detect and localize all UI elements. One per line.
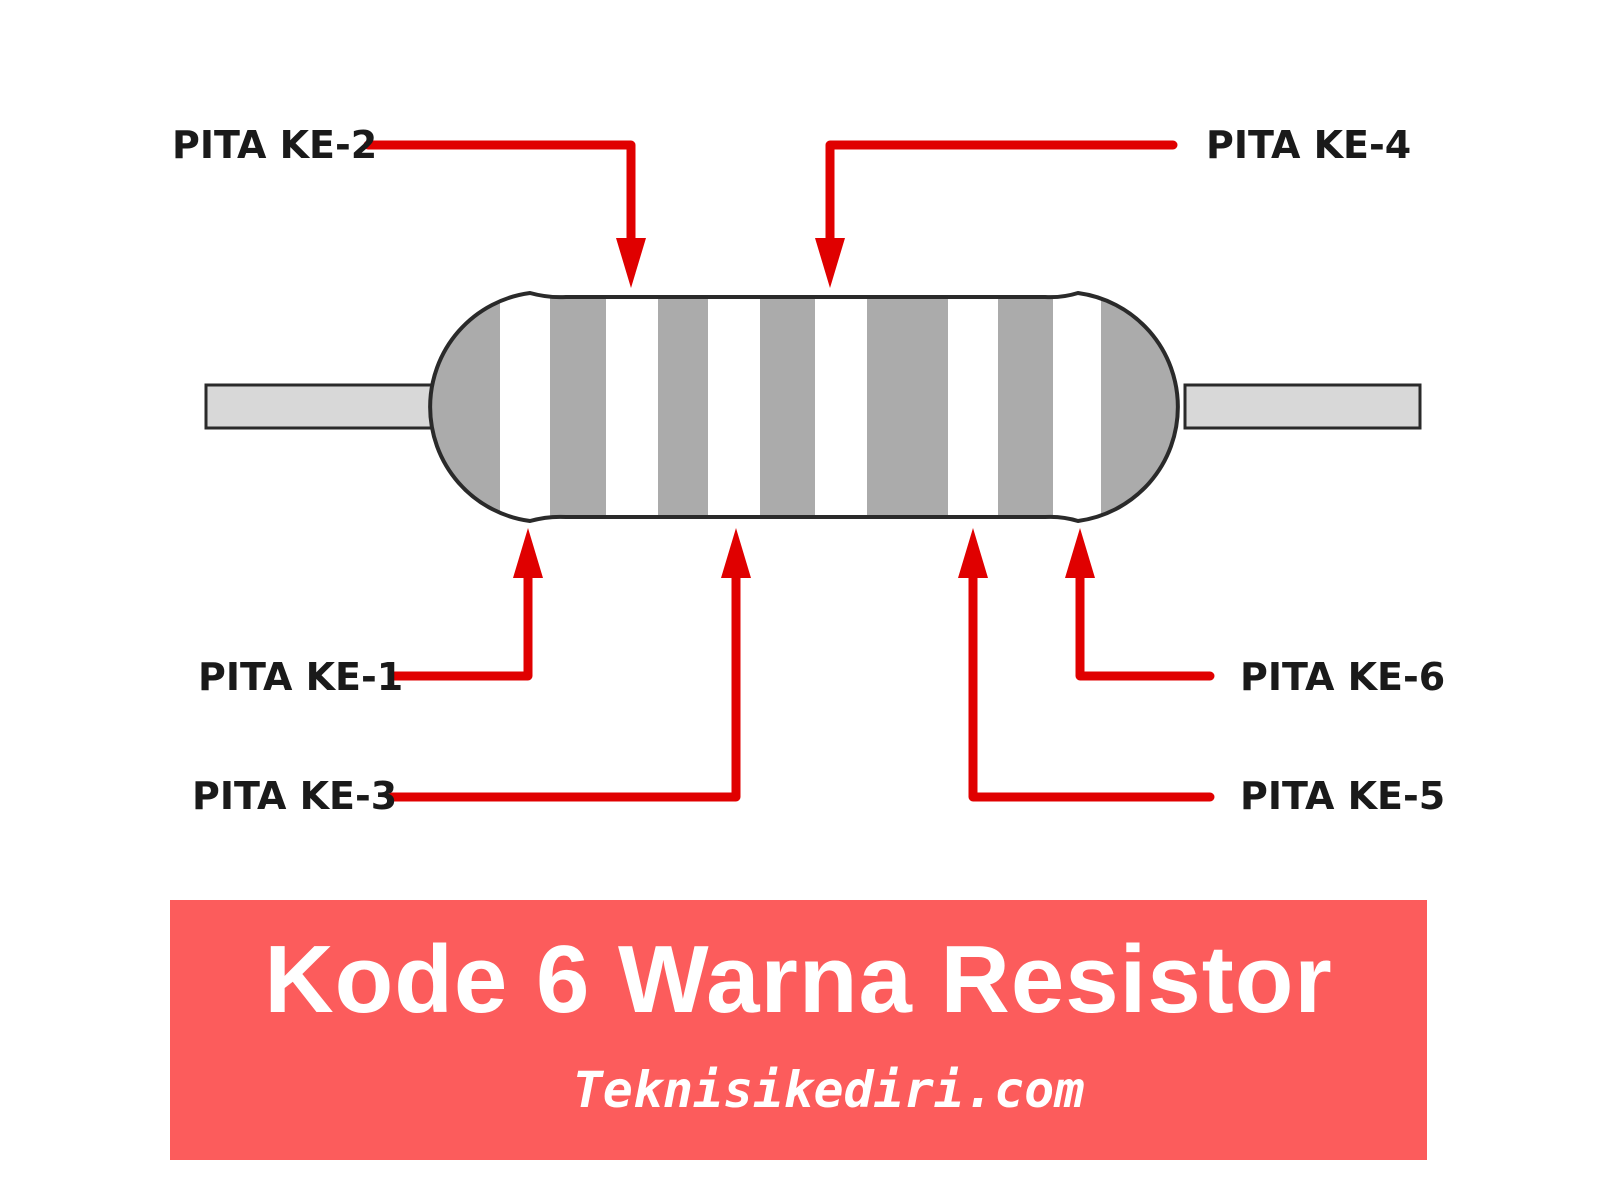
stripe-light-4 (815, 293, 867, 521)
title-banner: Kode 6 Warna Resistor Teknisikediri.com (170, 900, 1427, 1160)
label-band-5: PITA KE-5 (1240, 774, 1445, 818)
arrowhead-band-5 (958, 528, 988, 578)
arrow-band-3 (387, 563, 741, 802)
stripe-light-5 (948, 293, 998, 521)
stripe-light-1 (500, 293, 550, 521)
arrow-band-1 (387, 563, 533, 681)
banner-title: Kode 6 Warna Resistor (264, 926, 1333, 1033)
arrowhead-band-1 (513, 528, 543, 578)
right-lead (1183, 383, 1422, 430)
label-band-4: PITA KE-4 (1206, 123, 1411, 167)
arrowhead-band-4 (815, 238, 845, 288)
arrow-band-4 (825, 140, 1178, 253)
stripe-light-3 (708, 293, 760, 521)
left-lead (204, 383, 436, 430)
arrowhead-band-6 (1065, 528, 1095, 578)
label-band-3: PITA KE-3 (192, 774, 397, 818)
arrowhead-band-2 (616, 238, 646, 288)
arrow-band-2 (363, 140, 636, 253)
banner-site: Teknisikediri.com (572, 1061, 1085, 1119)
arrow-band-5 (968, 563, 1215, 802)
label-band-6: PITA KE-6 (1240, 655, 1445, 699)
arrowhead-band-3 (721, 528, 751, 578)
arrow-band-6 (1075, 563, 1215, 681)
label-band-1: PITA KE-1 (198, 655, 403, 699)
label-band-2: PITA KE-2 (172, 123, 377, 167)
stripe-light-2 (606, 293, 658, 521)
stripe-light-6 (1053, 293, 1101, 521)
resistor-body (428, 290, 1180, 524)
